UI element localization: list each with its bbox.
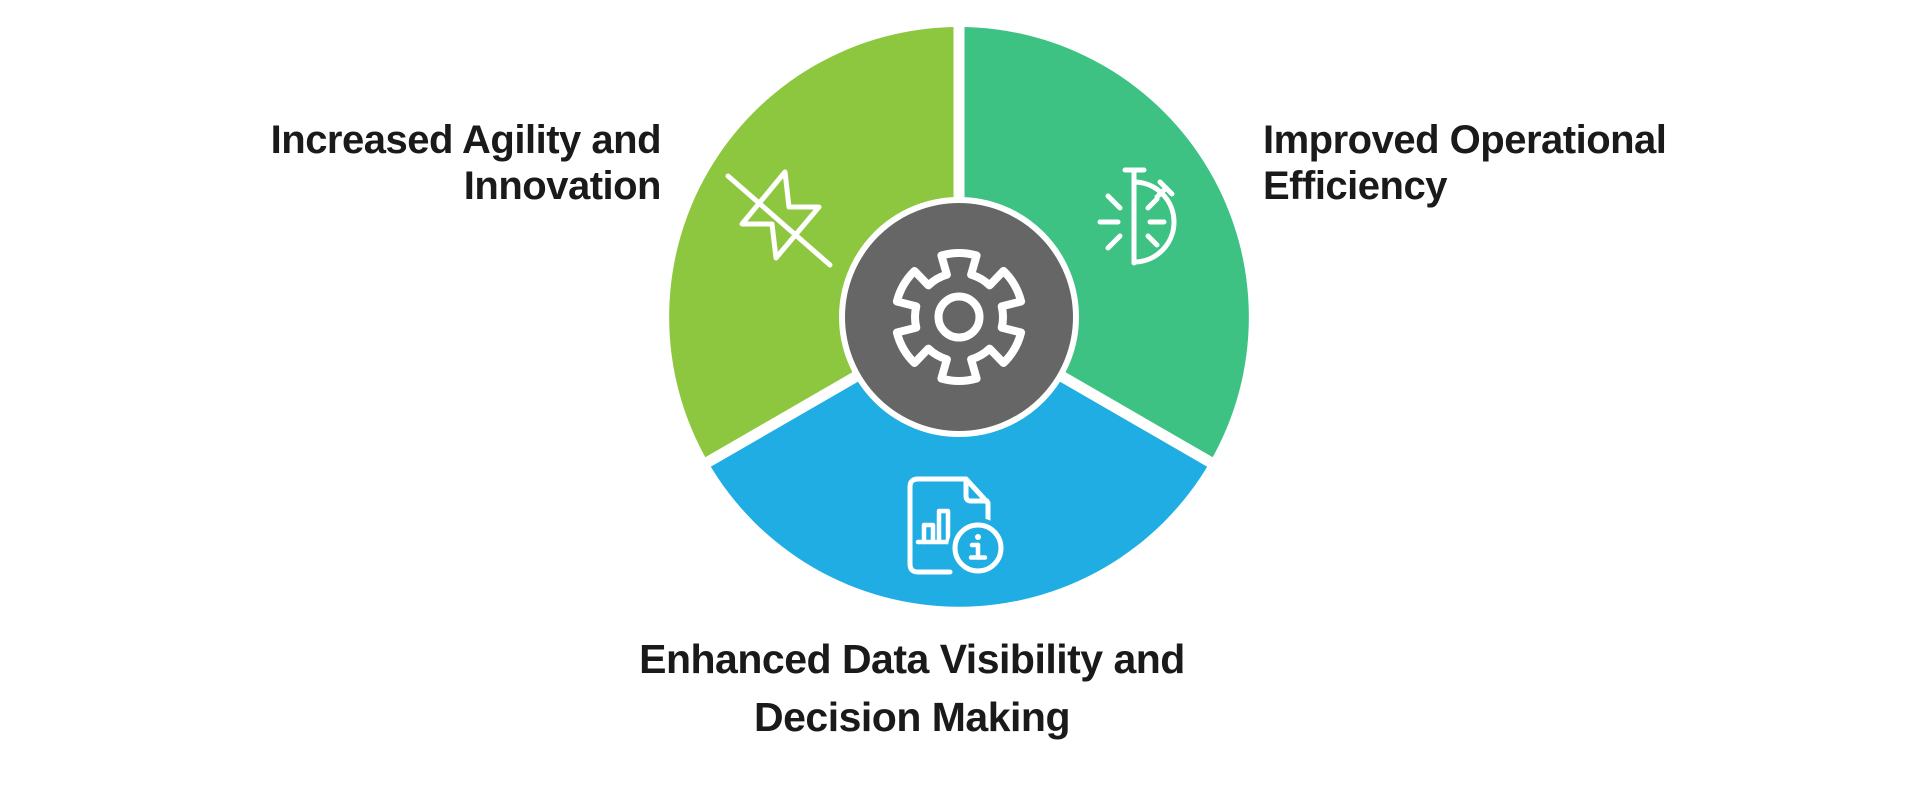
label-line: Decision Making — [753, 694, 1071, 740]
gear-icon — [892, 249, 1026, 385]
stopwatch-icon — [1097, 167, 1177, 266]
label-increased-agility-innovation: Increased Agility and Innovation — [270, 117, 662, 209]
label-line: Increased Agility and — [270, 118, 662, 162]
label-improved-operational-efficiency: Improved Operational Efficiency — [1263, 117, 1667, 209]
label-line: Enhanced Data Visibility and — [639, 636, 1185, 682]
segment-enhanced-data-visibility — [708, 317, 1210, 607]
label-line: Efficiency — [1263, 164, 1447, 208]
document-chart-info-icon — [907, 476, 1008, 578]
label-line: Innovation — [463, 164, 662, 208]
center-hub — [839, 197, 1079, 437]
label-line: Improved Operational — [1263, 118, 1667, 162]
lightning-slash-icon — [725, 169, 833, 268]
label-enhanced-data-visibility: Enhanced Data Visibility and Decision Ma… — [412, 630, 1412, 746]
